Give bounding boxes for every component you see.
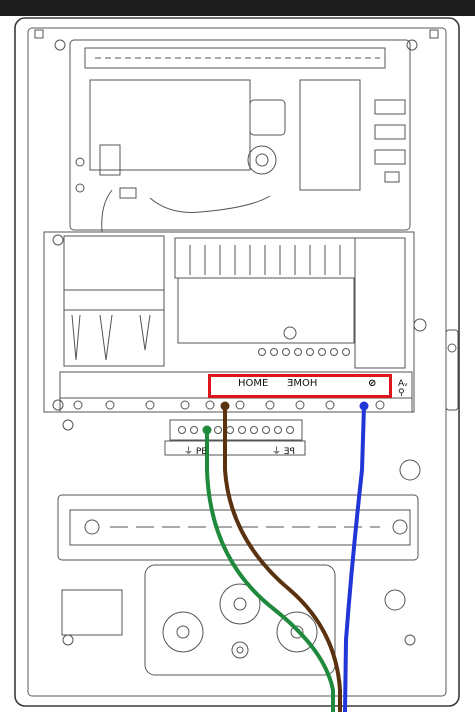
home-terminal-highlight xyxy=(208,374,392,398)
pe-label-right: PE ⏚ xyxy=(272,447,295,457)
home-label-left: HOME xyxy=(238,378,269,389)
pe-label-left: ⏚ PE xyxy=(184,447,207,457)
cable-entry-plate xyxy=(61,459,421,676)
home-label-right: HOME xyxy=(287,378,318,389)
top-dark-bar xyxy=(0,0,475,16)
control-board xyxy=(54,39,418,233)
wire-brown xyxy=(223,406,342,712)
side-symbols: Aᵥ ⚲ xyxy=(398,379,408,398)
blue-wire-dot xyxy=(359,401,369,411)
terminal-module xyxy=(43,231,427,413)
terminal-tag: ⊘ xyxy=(368,378,377,389)
enclosure-inner xyxy=(27,27,447,697)
din-rail xyxy=(57,494,419,561)
wire-blue xyxy=(343,405,366,712)
wire-pe-green xyxy=(205,430,335,712)
pe-wire-dot xyxy=(202,425,212,435)
side-latch xyxy=(445,329,459,411)
brown-wire-dot xyxy=(220,401,230,411)
enclosure-outer xyxy=(14,17,460,707)
pe-terminal-block xyxy=(164,419,306,456)
